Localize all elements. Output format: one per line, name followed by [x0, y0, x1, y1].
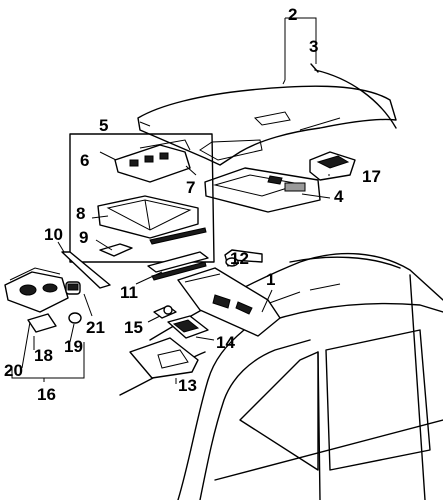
callout-1: 1	[266, 270, 275, 289]
bulb	[153, 305, 177, 319]
roof-molding-end	[310, 63, 319, 73]
callout-21: 21	[86, 318, 105, 337]
callout-13: 13	[178, 376, 197, 395]
group-5-box	[69, 133, 215, 263]
leader-lines	[11, 17, 331, 384]
sunroof-glass	[97, 195, 207, 245]
callout-11: 11	[120, 283, 138, 302]
overhead-console	[177, 267, 281, 337]
roof-panel	[204, 167, 321, 213]
side-molding	[61, 251, 111, 289]
socket-19	[68, 312, 82, 324]
callout-10: 10	[44, 225, 63, 244]
roof-rail	[147, 251, 209, 281]
sunroof-bracket	[114, 139, 191, 183]
lamp-lens-18	[27, 313, 57, 333]
reading-lamp-assembly	[4, 267, 69, 313]
callout-4: 4	[334, 187, 344, 206]
assist-handle	[224, 249, 263, 267]
callout-9: 9	[79, 228, 88, 247]
roof-molding	[314, 69, 397, 129]
callout-2: 2	[288, 5, 297, 24]
headliner-panel	[137, 85, 397, 166]
callout-7: 7	[186, 178, 195, 197]
vehicle-body-outline	[119, 252, 443, 500]
callout-17: 17	[362, 167, 381, 186]
callout-5: 5	[99, 116, 108, 135]
callout-12: 12	[230, 249, 249, 268]
callout-20: 20	[4, 361, 23, 380]
callout-3: 3	[309, 37, 318, 56]
callout-8: 8	[76, 204, 85, 223]
sunvisor	[129, 337, 199, 379]
callout-14: 14	[216, 333, 235, 352]
callout-6: 6	[80, 151, 89, 170]
callout-16: 16	[37, 385, 56, 404]
lamp-bulb-21	[65, 281, 81, 295]
callout-18: 18	[34, 346, 53, 365]
dome-lamp	[309, 151, 356, 181]
callout-19: 19	[64, 337, 83, 356]
sunshade	[99, 243, 133, 257]
map-lamp	[167, 315, 209, 339]
callout-15: 15	[124, 318, 143, 337]
